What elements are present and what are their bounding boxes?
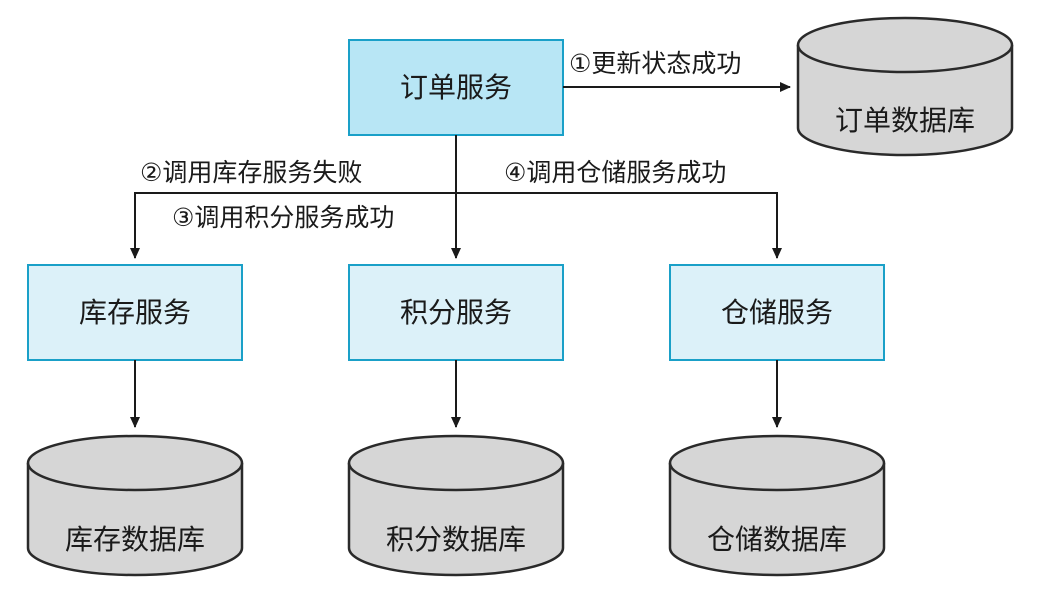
order-database-label: 订单数据库 (835, 104, 975, 137)
warehouse-service-label: 仓储服务 (721, 296, 833, 329)
inventory-database-node: 库存数据库 (26, 434, 244, 577)
points-database-node: 积分数据库 (347, 434, 565, 577)
inventory-database-label: 库存数据库 (65, 523, 205, 556)
step3-label: ③调用积分服务成功 (172, 203, 394, 232)
step2-label: ②调用库存服务失败 (140, 158, 362, 187)
order-service-label: 订单服务 (400, 71, 512, 104)
inventory-service-label: 库存服务 (79, 296, 191, 329)
step1-label: ①更新状态成功 (569, 49, 741, 78)
step4-label: ④调用仓储服务成功 (504, 158, 726, 187)
points-service-node: 积分服务 (348, 264, 564, 361)
arrow-order-to-inventory (130, 192, 456, 259)
points-database-label: 积分数据库 (386, 523, 526, 556)
warehouse-database-label: 仓储数据库 (707, 523, 847, 556)
order-database-node: 订单数据库 (796, 16, 1014, 157)
points-service-label: 积分服务 (400, 296, 512, 329)
inventory-service-node: 库存服务 (27, 264, 243, 361)
arrow-order-to-warehouse (456, 192, 782, 259)
warehouse-database-node: 仓储数据库 (668, 434, 886, 577)
order-service-node: 订单服务 (348, 39, 564, 136)
warehouse-service-node: 仓储服务 (669, 264, 885, 361)
